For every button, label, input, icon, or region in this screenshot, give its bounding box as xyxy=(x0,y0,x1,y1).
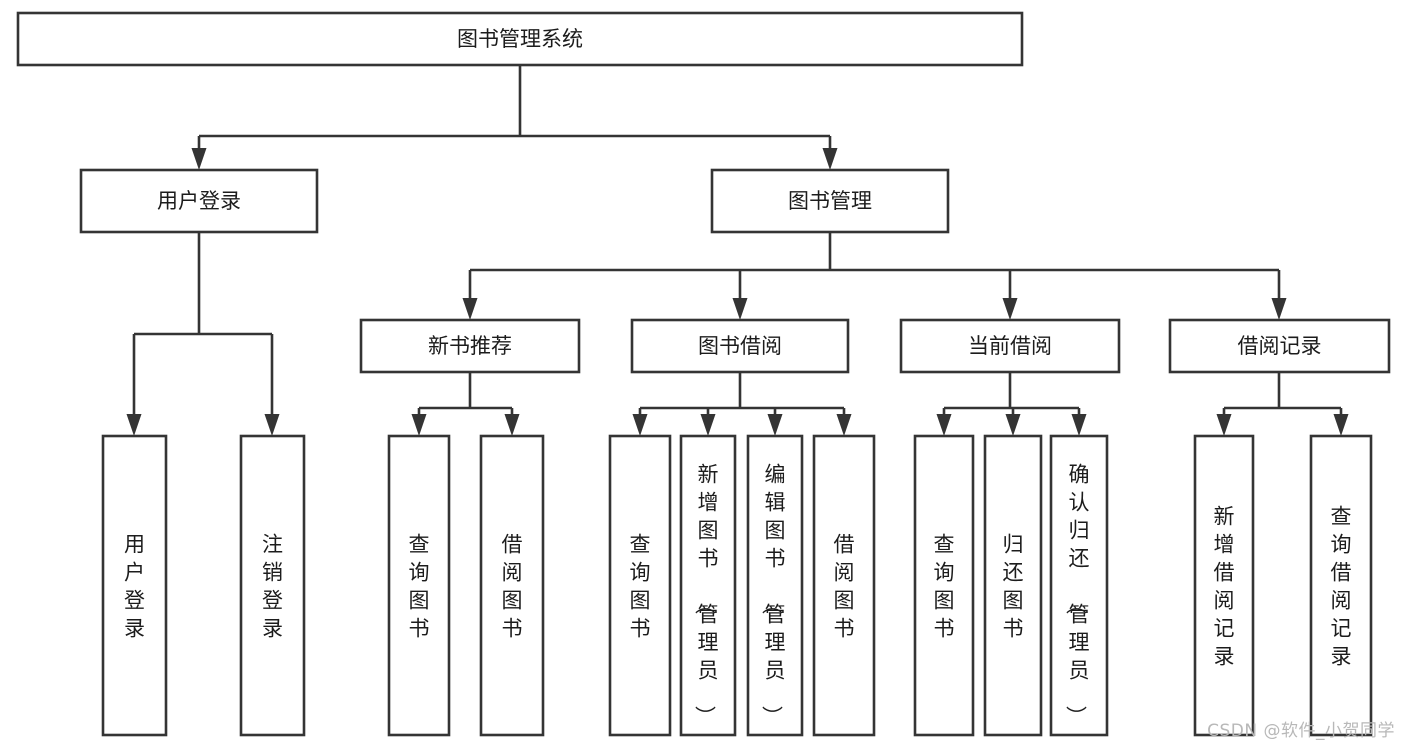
node-box xyxy=(359,318,581,374)
arrow-head-icon xyxy=(264,414,280,436)
node-new-book-rec[interactable]: 新书推荐 xyxy=(359,318,581,374)
arrow-head-icon xyxy=(126,414,142,436)
node-box xyxy=(1168,318,1391,374)
arrow-head-icon xyxy=(936,414,952,436)
node-leaf-query-book-borrow[interactable]: 查询图书 xyxy=(608,434,672,737)
node-label: 编辑图书（管理员） xyxy=(760,463,786,727)
node-leaf-return-book[interactable]: 归还图书 xyxy=(983,434,1043,737)
node-label: 新增借阅记录 xyxy=(1214,505,1235,669)
node-label: 新书推荐 xyxy=(428,334,512,358)
node-box xyxy=(899,318,1121,374)
node-label: 注销登录 xyxy=(262,533,283,641)
node-leaf-query-book-current[interactable]: 查询图书 xyxy=(913,434,975,737)
arrow-head-icon xyxy=(822,148,838,170)
arrow-head-icon xyxy=(836,414,852,436)
node-box xyxy=(479,434,545,737)
node-leaf-confirm-return[interactable]: 确认归还（管理员） xyxy=(1049,434,1109,737)
arrow-head-icon xyxy=(1002,298,1018,320)
connector-new-book-rec xyxy=(411,372,520,436)
node-label: 图书管理系统 xyxy=(457,27,583,51)
node-box xyxy=(812,434,876,737)
node-label: 当前借阅 xyxy=(968,334,1052,358)
node-label: 查询图书 xyxy=(630,533,651,641)
node-label: 查询借阅记录 xyxy=(1331,505,1352,669)
node-box xyxy=(16,11,1024,67)
node-leaf-user-logout[interactable]: 注销登录 xyxy=(239,434,306,737)
node-box xyxy=(679,434,737,737)
node-leaf-query-book-rec[interactable]: 查询图书 xyxy=(387,434,451,737)
node-label: 查询图书 xyxy=(409,533,430,641)
connector-borrow-record xyxy=(1216,372,1349,436)
arrow-head-icon xyxy=(1271,298,1287,320)
node-current-borrow[interactable]: 当前借阅 xyxy=(899,318,1121,374)
arrow-head-icon xyxy=(1005,414,1021,436)
node-box xyxy=(1309,434,1373,737)
node-label: 新增图书（管理员） xyxy=(693,463,719,727)
node-leaf-add-borrow-record[interactable]: 新增借阅记录 xyxy=(1193,434,1255,737)
node-leaf-query-borrow-record[interactable]: 查询借阅记录 xyxy=(1309,434,1373,737)
node-book-borrow[interactable]: 图书借阅 xyxy=(630,318,850,374)
arrow-head-icon xyxy=(462,298,478,320)
connector-root xyxy=(191,65,838,170)
node-leaf-user-login[interactable]: 用户登录 xyxy=(101,434,168,737)
node-label: 图书借阅 xyxy=(698,334,782,358)
node-box xyxy=(746,434,804,737)
arrow-head-icon xyxy=(1071,414,1087,436)
node-label: 用户登录 xyxy=(124,533,145,641)
node-box xyxy=(1193,434,1255,737)
node-label: 确认归还（管理员） xyxy=(1064,463,1090,727)
node-label: 归还图书 xyxy=(1003,533,1024,641)
node-box xyxy=(983,434,1043,737)
connector-current-borrow xyxy=(936,372,1087,436)
arrow-head-icon xyxy=(700,414,716,436)
connector-book-manage xyxy=(462,232,1287,320)
arrow-head-icon xyxy=(632,414,648,436)
arrow-head-icon xyxy=(732,298,748,320)
node-box xyxy=(630,318,850,374)
node-leaf-borrow-book-rec[interactable]: 借阅图书 xyxy=(479,434,545,737)
node-leaf-borrow-book[interactable]: 借阅图书 xyxy=(812,434,876,737)
connector-book-borrow xyxy=(632,372,852,436)
node-box xyxy=(1049,434,1109,737)
node-leaf-edit-book[interactable]: 编辑图书（管理员） xyxy=(746,434,804,737)
connector-user-login xyxy=(126,232,280,436)
node-leaf-add-book[interactable]: 新增图书（管理员） xyxy=(679,434,737,737)
arrow-head-icon xyxy=(767,414,783,436)
node-box xyxy=(608,434,672,737)
node-box xyxy=(79,168,319,234)
arrow-head-icon xyxy=(191,148,207,170)
nodes-layer: 图书管理系统用户登录图书管理新书推荐图书借阅当前借阅借阅记录用户登录注销登录查询… xyxy=(16,11,1391,737)
node-user-login[interactable]: 用户登录 xyxy=(79,168,319,234)
arrow-head-icon xyxy=(1333,414,1349,436)
node-root[interactable]: 图书管理系统 xyxy=(16,11,1024,67)
node-box xyxy=(239,434,306,737)
node-label: 查询图书 xyxy=(934,533,955,641)
node-box xyxy=(387,434,451,737)
node-box xyxy=(913,434,975,737)
arrow-head-icon xyxy=(504,414,520,436)
arrow-head-icon xyxy=(411,414,427,436)
node-box xyxy=(101,434,168,737)
node-label: 借阅图书 xyxy=(502,533,523,641)
node-label: 借阅图书 xyxy=(834,533,855,641)
node-label: 用户登录 xyxy=(157,189,241,213)
connectors-layer xyxy=(126,65,1349,436)
watermark-label: CSDN @软件_小贺同学 xyxy=(1207,721,1395,741)
node-box xyxy=(710,168,950,234)
arrow-head-icon xyxy=(1216,414,1232,436)
node-book-manage[interactable]: 图书管理 xyxy=(710,168,950,234)
node-label: 图书管理 xyxy=(788,189,872,213)
node-borrow-record[interactable]: 借阅记录 xyxy=(1168,318,1391,374)
node-label: 借阅记录 xyxy=(1238,334,1322,358)
